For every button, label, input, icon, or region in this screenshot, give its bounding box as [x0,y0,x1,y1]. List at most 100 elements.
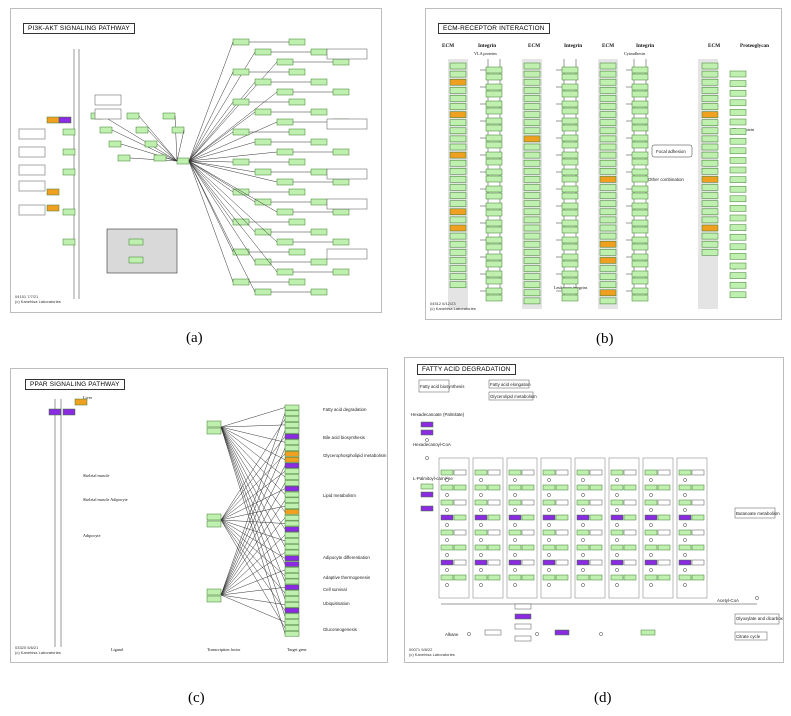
enzyme-box [691,529,705,536]
target-box [254,138,272,146]
ecm-box [523,103,541,110]
enzyme-box [474,484,488,491]
integrin-box [631,287,649,295]
proteoglycan-box [729,70,747,78]
downstream-box [332,238,350,246]
enzyme-box [640,629,656,636]
enzyme-box [657,559,671,566]
enzyme-box [576,514,590,521]
enzyme-box [644,529,658,536]
enzyme-box [420,483,434,490]
ecm-box [523,257,541,264]
ecm-box [701,216,719,224]
regulation-line [220,426,286,478]
target-box [232,128,250,136]
proteoglycan-box [729,195,747,203]
panel-a: PI3K-AKT SIGNALING PATHWAY 04151 7/7/21 … [10,8,382,313]
integrin-box [485,219,503,227]
enzyme-box [576,559,590,566]
integrin-box [485,158,503,166]
enzyme-box [440,484,454,491]
ecm-box [523,200,541,207]
regulation-line [220,407,286,428]
regulation-line [220,426,286,443]
enzyme-box [678,559,692,566]
ecm-box [523,151,541,159]
enzyme-box [453,499,467,506]
downstream-box [310,78,328,86]
downstream-box [332,178,350,186]
target-gene-box [284,445,300,451]
compound-node [547,493,551,497]
downstream-box [332,208,350,216]
target-gene-box [284,485,300,492]
enzyme-box [508,559,522,566]
compound-node [755,596,759,600]
enzyme-box [420,505,434,512]
map-label: Butanoate metabolism [736,511,780,516]
ecm-box [449,184,467,191]
enzyme-box [657,544,671,551]
target-gene-box [284,509,300,515]
enzyme-box [521,574,535,581]
regulation-line [220,426,286,582]
enzyme-box [657,469,671,476]
outcome-label: Cell survival [323,587,347,592]
ecm-box [701,208,719,216]
map-box [734,507,776,519]
ecm-box [449,176,467,183]
akt-target-arrow [188,121,278,162]
downstream-box [310,48,328,56]
downstream-box [288,218,306,226]
integrin-box [631,83,649,91]
column-label: Ligand [111,647,124,652]
enzyme-box [487,484,501,491]
enzyme-box [678,469,692,476]
integrin-box [485,243,503,251]
enzyme-box [623,559,637,566]
section-label: Liver [83,395,93,400]
compound-node [649,538,653,542]
compound-node [581,508,585,512]
panel-c-title: PPAR SIGNALING PATHWAY [25,379,125,390]
integrin-box [485,124,503,132]
compound-node [445,493,449,497]
upstream-box [126,112,140,120]
proteoglycan-box [729,80,747,87]
compound-node [683,583,687,587]
integrin-box [631,260,649,268]
integrin-box [631,192,649,200]
upstream-arrow [156,143,178,162]
ecm-box [599,119,617,126]
integrin-box [485,260,503,268]
ecm-box [701,111,719,118]
compound-node [649,493,653,497]
integrin-box [631,134,649,142]
ecm-box [449,111,467,118]
ecm-box [599,281,617,288]
receptor-box [62,148,76,156]
integrin-box [485,66,503,74]
enzyme-box [576,499,590,506]
upstream-arrow [138,115,178,162]
enzyme-box [589,529,603,536]
integrin-box [561,73,579,81]
target-box [232,38,250,46]
enzyme-box [657,484,671,491]
proteoglycan-box [729,118,747,126]
column-subheader: Leukocyte integrins [554,285,588,290]
caption-c: (c) [188,690,205,706]
regulation-line [220,426,286,565]
proteoglycan-box [729,166,747,174]
ecm-box [599,192,617,199]
rxr-box [206,595,222,603]
enzyme-box [691,499,705,506]
integrin-box [561,141,579,149]
pathway-map-box [18,128,46,140]
target-gene-box [284,503,300,509]
akt-target-arrow [188,160,256,263]
ecm-box [449,78,467,86]
target-box [232,278,250,286]
enzyme-box [487,514,501,521]
enzyme-box [440,529,454,536]
